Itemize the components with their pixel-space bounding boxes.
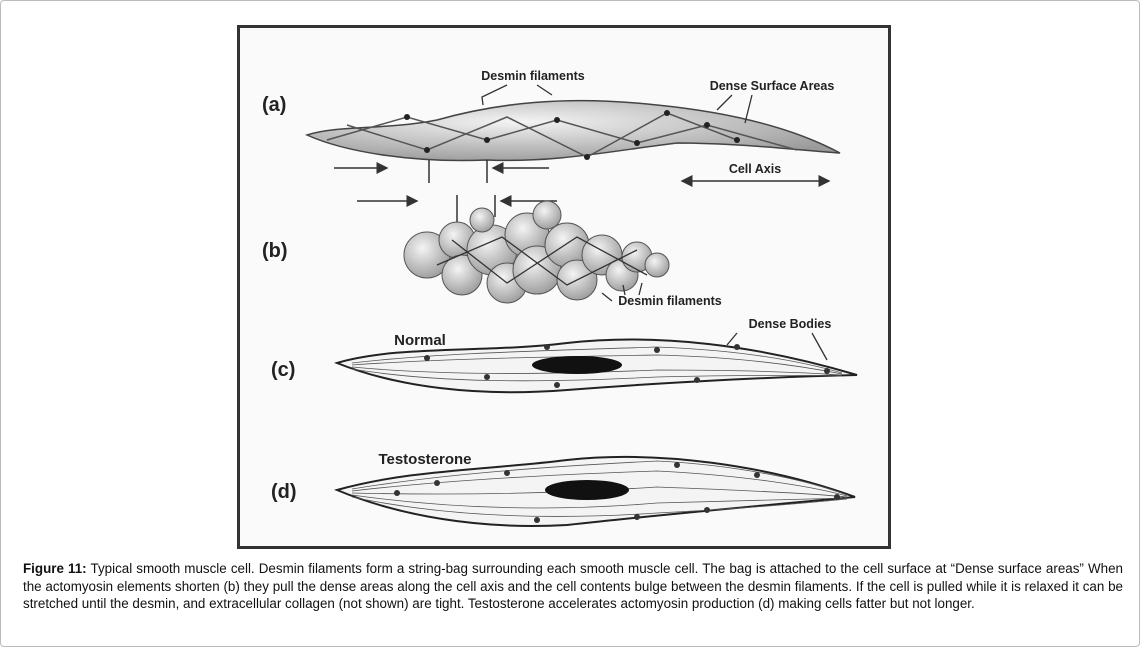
panel-label-d: (d) xyxy=(271,481,297,503)
label-testosterone: Testosterone xyxy=(378,451,471,468)
caption-text: Typical smooth muscle cell. Desmin filam… xyxy=(23,561,1123,611)
cell-d-illustration xyxy=(333,455,856,527)
figure-image: (a) (b) (c) (d) Desmin filaments Dense S… xyxy=(237,25,891,549)
cell-c-illustration xyxy=(333,338,858,394)
cell-b-illustration xyxy=(403,200,670,304)
panel-label-c: (c) xyxy=(271,359,295,381)
cell-a-illustration xyxy=(304,99,841,162)
panel-label-b: (b) xyxy=(262,240,288,262)
caption-label: Figure 11: xyxy=(23,561,87,576)
figure-caption: Figure 11: Typical smooth muscle cell. D… xyxy=(23,560,1123,613)
label-desmin-filaments-b: Desmin filaments xyxy=(618,294,722,308)
panel-label-a: (a) xyxy=(262,94,286,116)
label-normal: Normal xyxy=(394,332,446,349)
label-dense-bodies: Dense Bodies xyxy=(749,317,832,331)
label-desmin-filaments-a: Desmin filaments xyxy=(481,69,585,83)
label-cell-axis: Cell Axis xyxy=(729,162,781,176)
label-dense-surface-areas: Dense Surface Areas xyxy=(710,79,835,93)
